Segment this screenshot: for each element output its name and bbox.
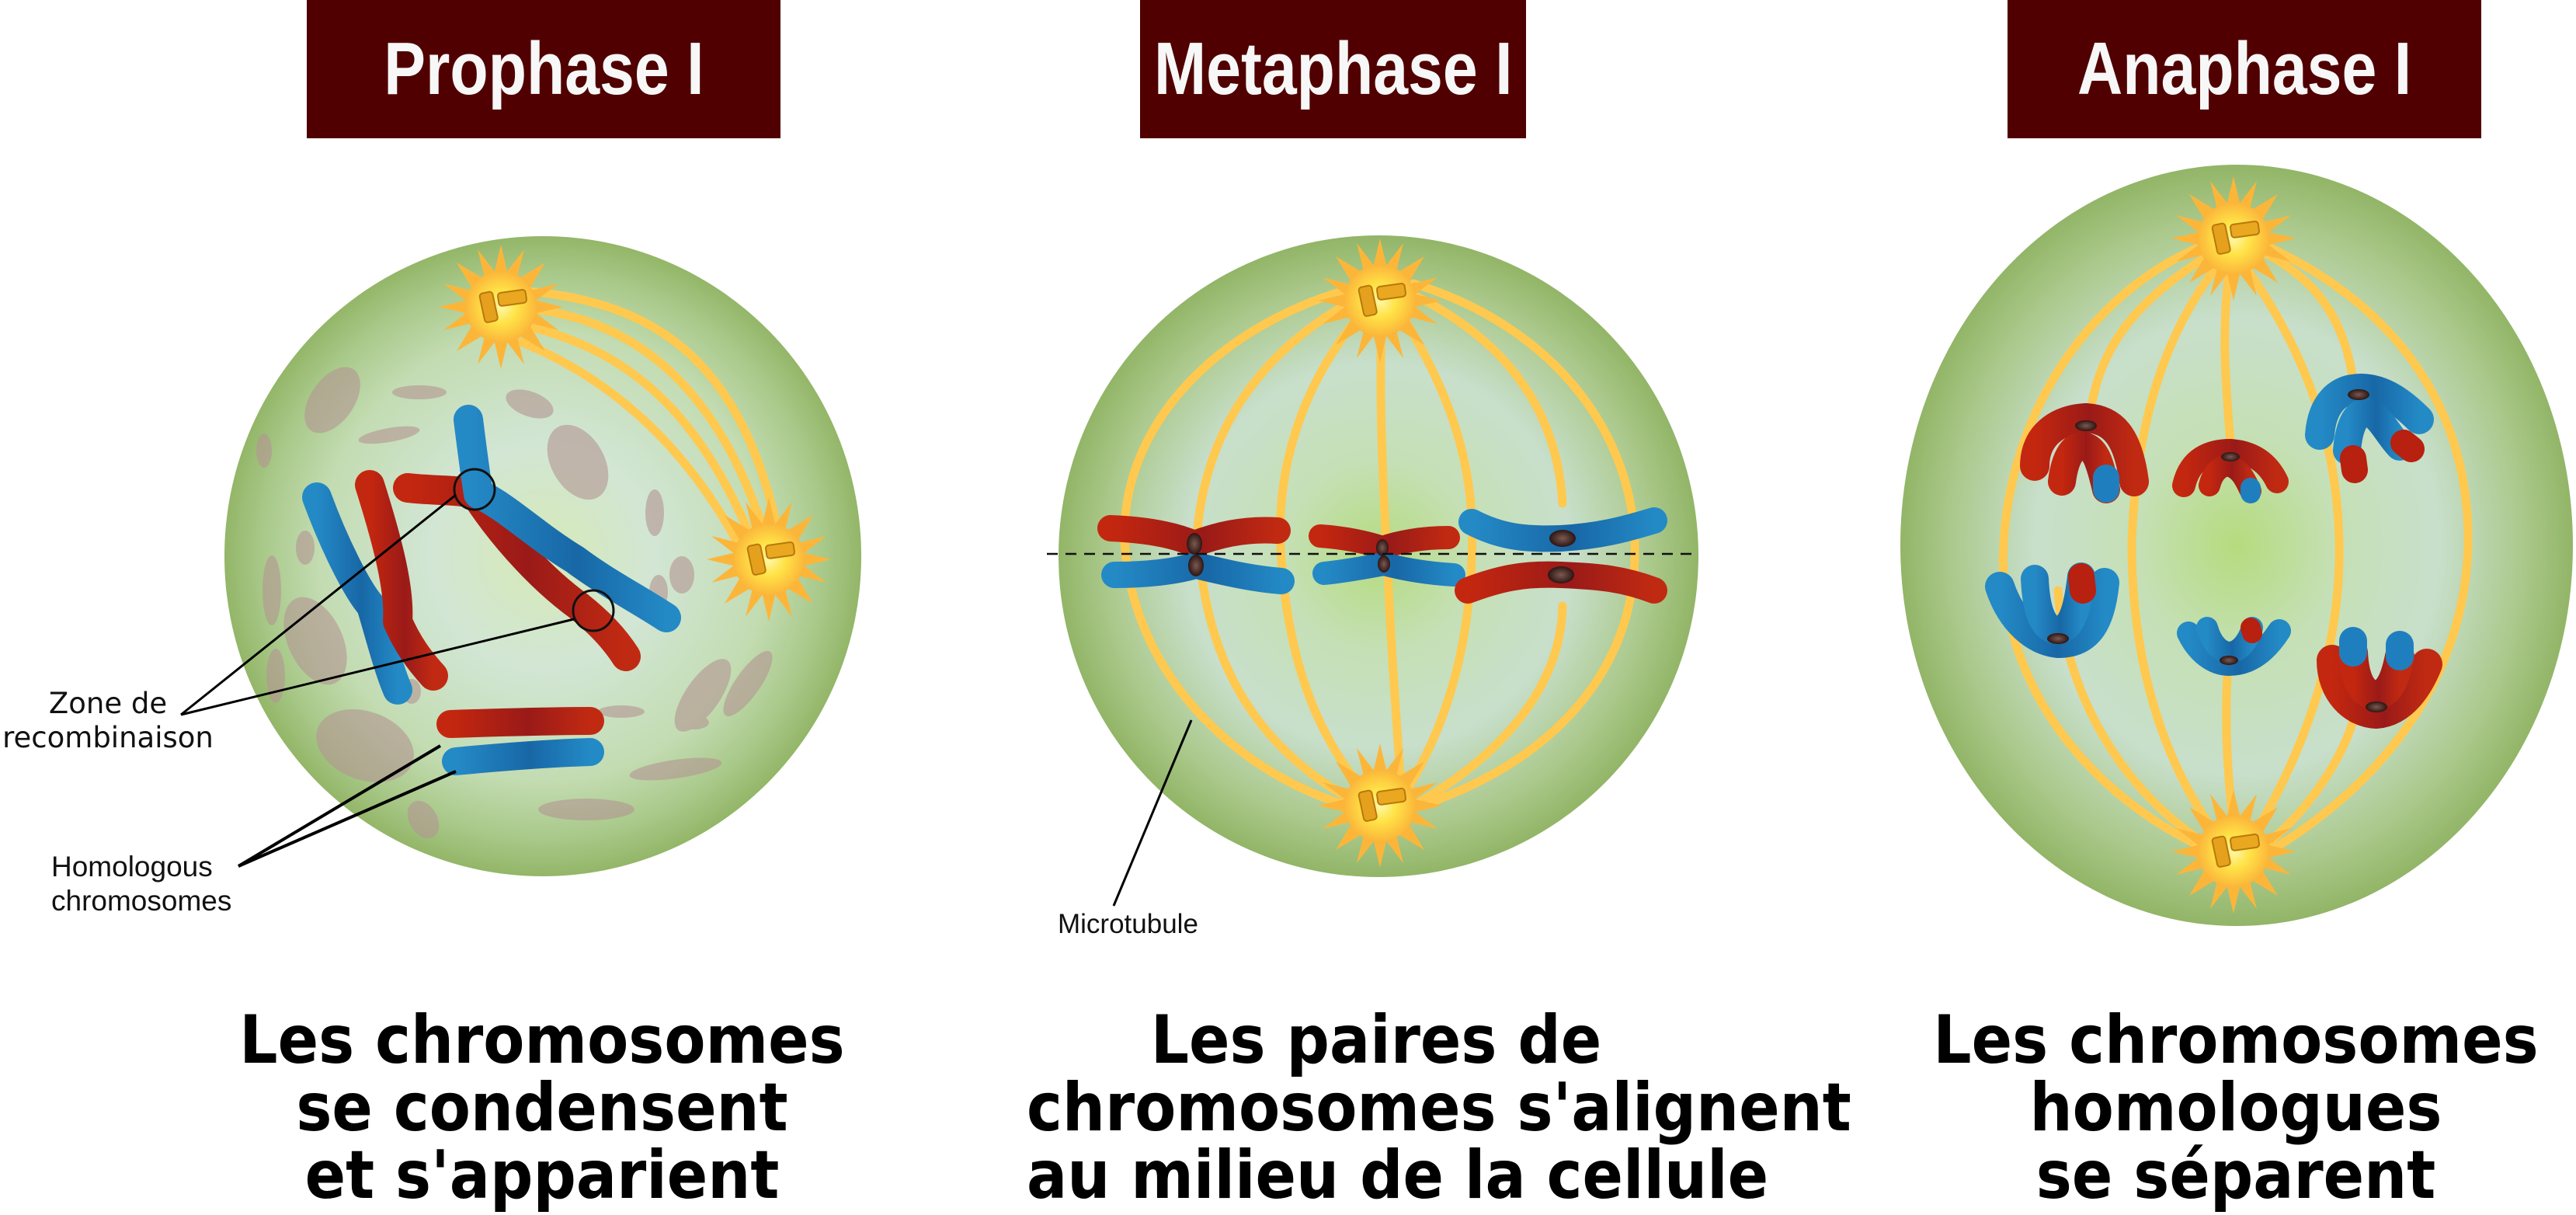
pointer-line (1112, 719, 1193, 907)
centrosome-icon (438, 244, 564, 370)
caption-line: chromosomes s'alignent (1027, 1069, 1851, 1147)
centrosome-icon (2171, 789, 2296, 914)
centrosome-icon (2171, 176, 2296, 301)
kinetochore (2047, 389, 2387, 712)
caption-prophase: Les chromosomes se condensent et s'appar… (154, 1007, 930, 1210)
phase-header-metaphase: Metaphase I (1140, 0, 1526, 138)
caption-line: et s'apparient (304, 1137, 780, 1214)
centrosome-icon (706, 496, 832, 622)
phase-header-anaphase: Anaphase I (2008, 0, 2481, 138)
caption-metaphase: Les paires de chromosomes s'alignent au … (988, 1001, 1851, 1214)
label-recombination-zone: Zone de recombinaison (0, 687, 216, 755)
chromosome-icon (1985, 374, 2442, 729)
anaphase-cell (1900, 165, 2573, 926)
centrosome-icon (1317, 743, 1443, 869)
pointer-lines (180, 493, 575, 868)
phase-header-prophase: Prophase I (307, 0, 780, 138)
prophase-cell (180, 236, 861, 876)
label-line: Homologous (51, 851, 213, 883)
recombination-circle (572, 589, 615, 632)
caption-line: Les chromosomes (1933, 1001, 2539, 1079)
caption-line: se séparent (2035, 1137, 2436, 1214)
recombination-circle (453, 468, 496, 511)
centrosome-icon (1317, 238, 1443, 364)
microtubule-icon (1120, 279, 1639, 813)
phase-title: Metaphase I (1153, 27, 1513, 110)
label-microtubule: Microtubule (1058, 907, 1198, 942)
microtubule-icon (516, 287, 785, 562)
caption-line: se condensent (296, 1069, 788, 1147)
metaphase-cell (1047, 235, 1698, 907)
label-line: chromosomes (51, 885, 232, 917)
label-line: Microtubule (1058, 909, 1198, 939)
caption-line: Les chromosomes (239, 1001, 845, 1079)
kinetochore (1187, 530, 1576, 583)
label-homologous-chromosomes: Homologous chromosomes (51, 850, 231, 918)
caption-anaphase: Les chromosomes homologues se séparent (1848, 1007, 2576, 1210)
phase-title: Prophase I (383, 27, 704, 110)
phase-title: Anaphase I (2077, 27, 2412, 110)
caption-line: homologues (2029, 1069, 2442, 1147)
label-line: Zone de (48, 687, 168, 720)
label-line: recombinaison (2, 721, 214, 754)
caption-line: au milieu de la cellule (1027, 1137, 1769, 1214)
caption-line: Les paires de (1150, 1001, 1602, 1079)
chromosome-icon (302, 405, 681, 775)
